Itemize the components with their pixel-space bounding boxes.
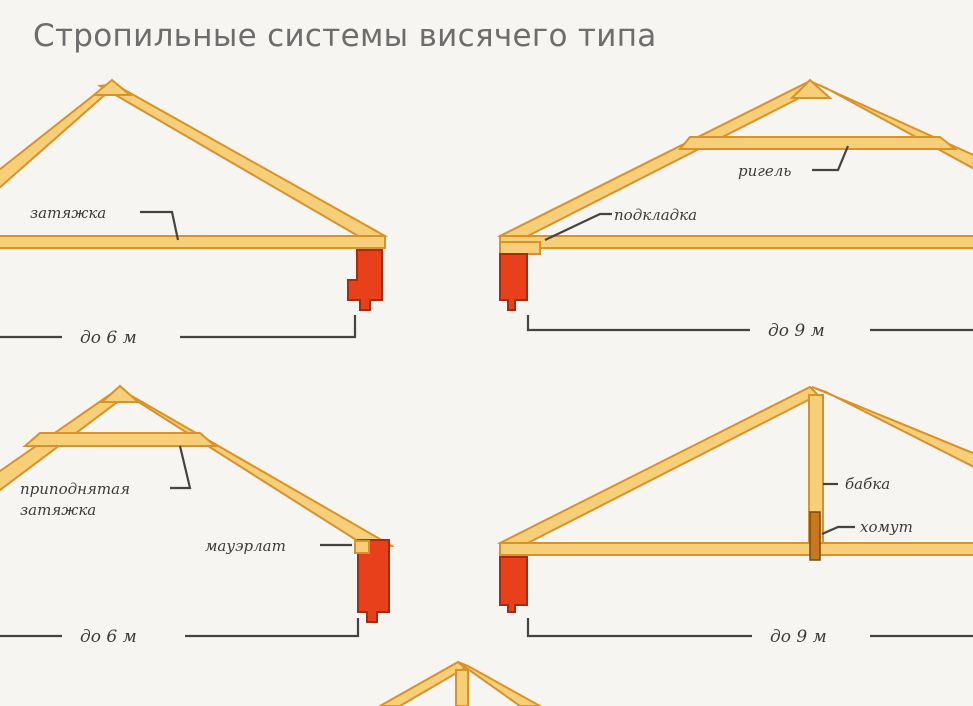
span-line xyxy=(0,618,360,638)
diagram-1: затяжка до 6 м xyxy=(0,78,388,348)
clamp xyxy=(809,511,821,561)
tie-beam xyxy=(499,235,973,249)
diagram-2: ригель подкладка до 9 м xyxy=(496,78,973,341)
label-king-post: бабка xyxy=(845,475,890,493)
pad-leader-line xyxy=(544,212,612,241)
rafter-right xyxy=(97,82,388,242)
raised-tie-leader-line xyxy=(170,445,192,490)
rafter-left xyxy=(0,81,109,189)
wall xyxy=(499,253,528,311)
diagram-3: приподнятая затяжка мауэрлат до 6 м xyxy=(0,384,395,647)
label-wall-plate: мауэрлат xyxy=(205,537,286,555)
label-pad: подкладка xyxy=(614,206,697,224)
wall xyxy=(499,556,528,613)
span-label: до 6 м xyxy=(80,328,137,348)
rafter-right xyxy=(117,388,395,552)
collar-beam xyxy=(677,136,958,150)
label-collar: ригель xyxy=(738,162,791,180)
span-label: до 9 м xyxy=(770,627,827,647)
king-post xyxy=(455,669,469,706)
ridge-plate xyxy=(789,78,833,99)
rafter-right xyxy=(457,661,543,706)
rafter-left xyxy=(496,385,820,549)
tie-leader-line xyxy=(140,210,180,241)
diagram-5-partial xyxy=(377,660,543,706)
label-clamp: хомут xyxy=(860,518,913,536)
wall xyxy=(357,539,390,623)
span-label: до 6 м xyxy=(80,627,137,647)
clamp-leader-line xyxy=(821,525,855,536)
rafter-right xyxy=(811,81,973,170)
wall-plate xyxy=(354,540,370,554)
span-line xyxy=(526,618,973,638)
ridge-plate xyxy=(99,384,141,403)
rafter-left xyxy=(377,660,467,706)
label-raised-tie: затяжка xyxy=(20,501,96,519)
tie-beam xyxy=(0,235,386,249)
label-tie: затяжка xyxy=(30,204,106,222)
wall xyxy=(347,249,383,311)
span-label: до 9 м xyxy=(768,321,825,341)
rafter-right xyxy=(811,386,973,468)
page-title: Стропильные системы висячего типа xyxy=(33,18,657,54)
label-raised: приподнятая xyxy=(20,480,130,498)
span-line xyxy=(0,315,357,339)
diagram-4: бабка хомут до 9 м xyxy=(496,385,973,647)
support-pad xyxy=(499,241,541,255)
raised-tie xyxy=(22,432,218,447)
span-line xyxy=(526,315,973,332)
ridge-plate xyxy=(91,78,133,96)
collar-leader-line xyxy=(812,145,850,172)
tie-beam xyxy=(499,542,973,556)
